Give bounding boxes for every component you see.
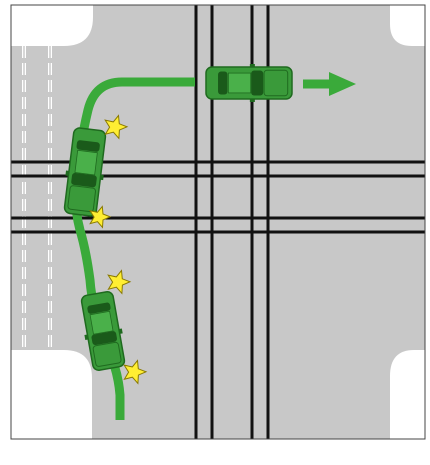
vehicle-roof — [89, 310, 114, 335]
vehicle-windshield — [91, 331, 117, 346]
vehicle-middle — [63, 127, 107, 217]
vehicle-hood — [263, 69, 289, 97]
vehicle-roof — [227, 72, 252, 94]
sidewalk-corner-bottom-left — [11, 350, 92, 439]
vehicle-hood — [92, 341, 122, 367]
vehicle-rear-window — [76, 140, 100, 152]
vehicle-mirror — [249, 99, 255, 102]
vehicle-top — [205, 64, 293, 102]
vehicle-mirror — [84, 334, 89, 340]
impact-star-icon — [104, 114, 129, 140]
vehicle-rear-window — [218, 71, 228, 95]
arrow-right-icon — [329, 72, 356, 96]
impact-star-icon — [123, 359, 148, 385]
vehicle-hood — [67, 185, 97, 213]
sidewalk-corner-top-right — [390, 5, 425, 46]
vehicle-bottom — [80, 290, 126, 372]
vehicle-rear-window — [87, 302, 111, 314]
diagram-border — [10, 4, 426, 440]
vehicle-mirror — [249, 64, 255, 67]
sidewalk-corner-top-left — [11, 5, 93, 46]
vehicles — [63, 64, 293, 372]
vehicle-windshield — [71, 172, 97, 188]
impact-star-icon — [107, 269, 132, 295]
sidewalk-corner-bottom-right — [390, 350, 425, 439]
impact-markers — [88, 114, 148, 385]
vehicle-mirror — [100, 174, 104, 181]
vehicle-roof — [74, 149, 98, 176]
impact-star-icon — [88, 205, 112, 229]
vehicle-mirror — [118, 328, 123, 334]
vehicle-mirror — [65, 170, 70, 176]
vehicle-windshield — [251, 70, 264, 96]
